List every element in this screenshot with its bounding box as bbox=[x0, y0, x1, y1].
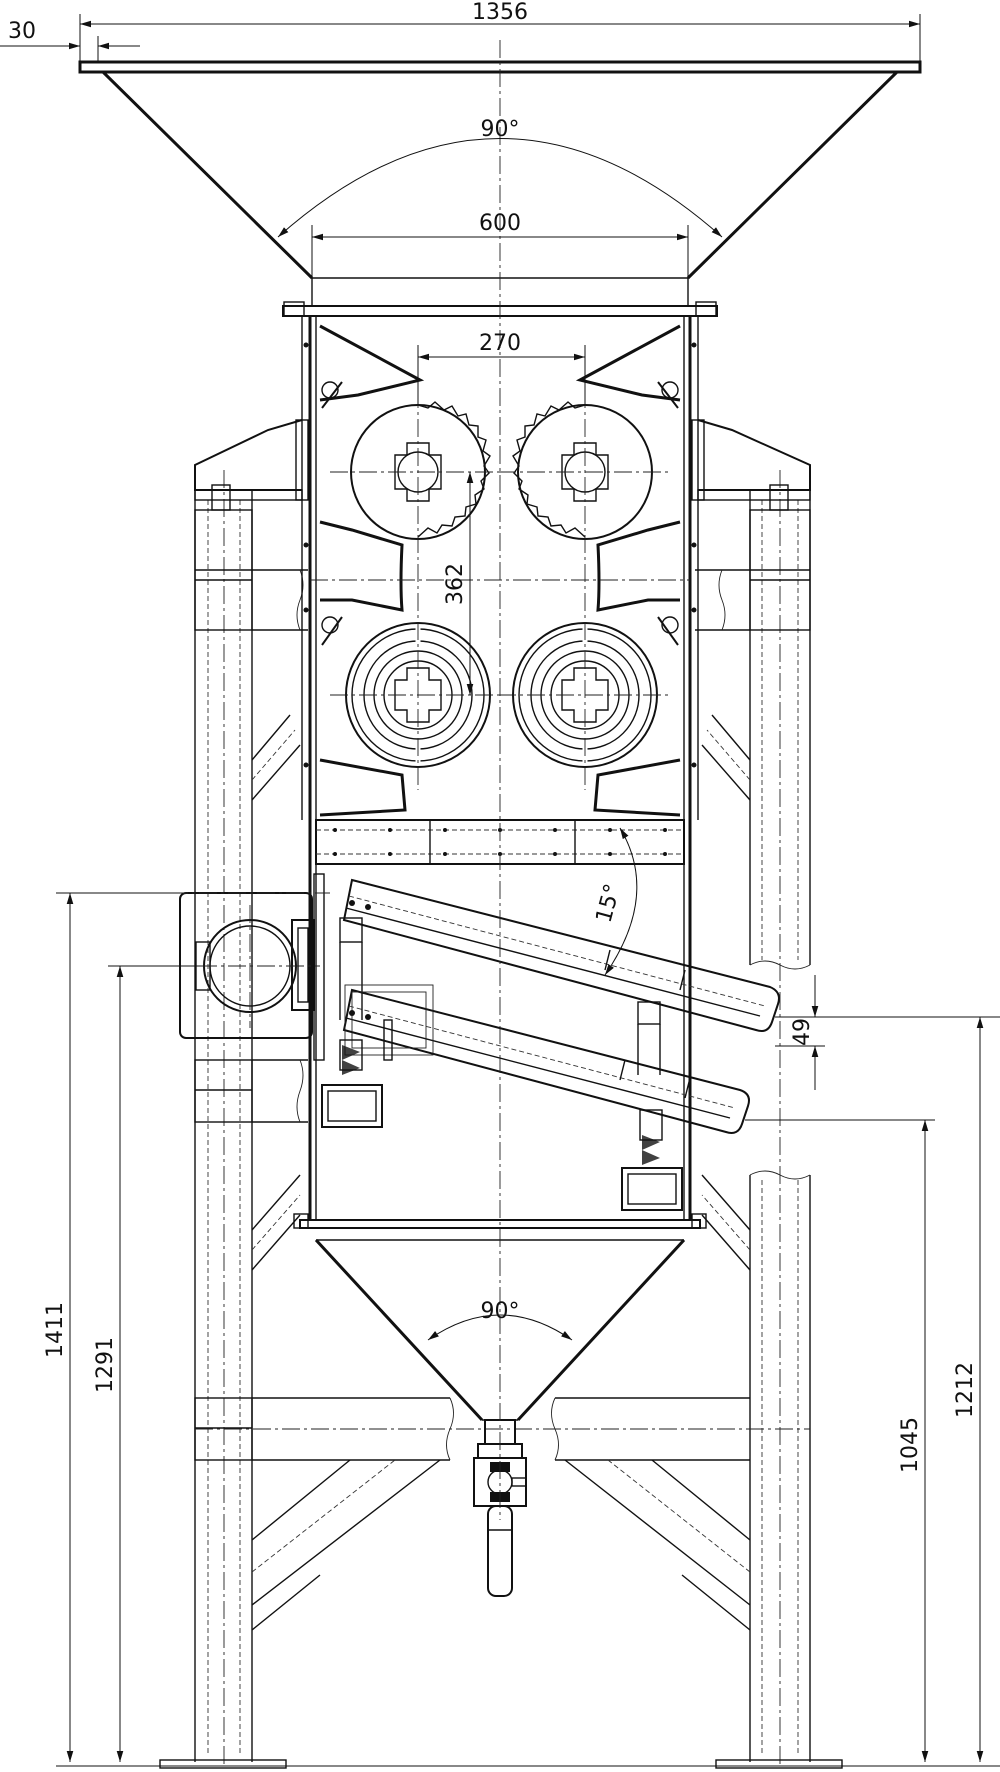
dim-hopper-outlet: 600 bbox=[479, 211, 521, 236]
dim-hopper-angle: 90° bbox=[481, 117, 520, 142]
dim-lower-screen-height: 1045 bbox=[898, 1417, 923, 1473]
vibrator-motor bbox=[170, 873, 325, 1061]
dim-roll-vertical: 362 bbox=[443, 563, 468, 605]
dim-roll-spacing: 270 bbox=[479, 331, 521, 356]
dim-cone-angle: 90° bbox=[481, 1299, 520, 1324]
upper-screen bbox=[339, 878, 780, 1075]
dim-overall-width: 1356 bbox=[472, 0, 528, 25]
support-frame bbox=[159, 470, 843, 1769]
dim-screen-gap: 49 bbox=[790, 1018, 815, 1046]
roll-centerlines bbox=[310, 390, 690, 790]
spring-mount-right bbox=[621, 1109, 683, 1211]
toothed-roll-left bbox=[350, 401, 491, 540]
dim-flange-overhang: 30 bbox=[8, 19, 36, 44]
lower-screen bbox=[342, 984, 750, 1134]
toothed-roll-right bbox=[512, 401, 653, 540]
dim-motor-height: 1411 bbox=[43, 1302, 68, 1358]
spring-mount-left bbox=[321, 1019, 393, 1128]
dim-motor-axis-height: 1291 bbox=[93, 1337, 118, 1393]
dimension-lines bbox=[0, 14, 1000, 1767]
dim-screen-angle: 15° bbox=[592, 881, 626, 925]
crusher-housing bbox=[194, 301, 811, 1241]
dim-upper-screen-height: 1212 bbox=[953, 1362, 978, 1418]
